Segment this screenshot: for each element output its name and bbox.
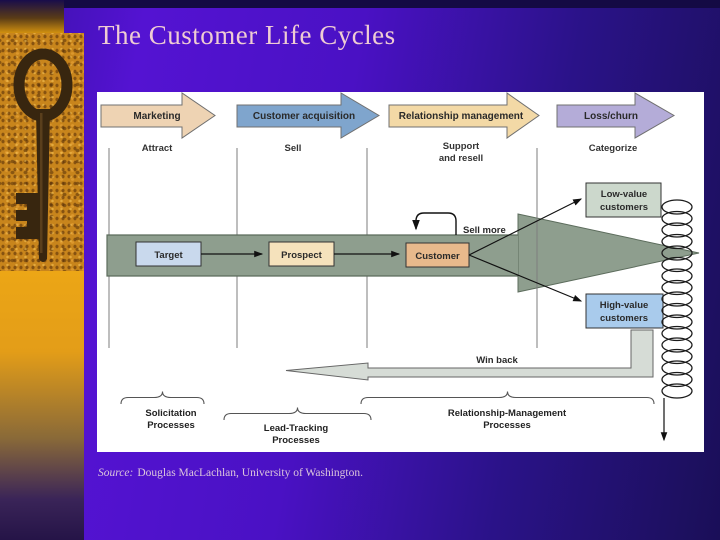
source-note: Source:Douglas MacLachlan, University of… [98,467,363,479]
win-back-label: Win back [476,355,518,366]
process-label-relationship: Relationship-Management [448,408,567,419]
phase-label-support-2: and resell [439,153,483,164]
sidebar-top-gradient [0,0,64,33]
low-value-label: Low-value [601,189,647,200]
target-label: Target [154,250,183,261]
process-label-solicitation-2: Processes [147,420,195,431]
phase-label-categorize: Categorize [589,143,638,154]
phase-label-sell: Sell [285,143,302,154]
sell-more-label: Sell more [463,225,506,236]
stage-arrow-relationship-management [388,92,540,139]
diagram-panel: Marketing Customer acquisition Relations… [97,92,704,452]
customer-to-high-value-arrow [468,254,583,302]
stage-label-customer-acquisition: Customer acquisition [253,111,355,122]
slide-title: The Customer Life Cycles [98,20,396,50]
customer-box [405,242,470,268]
process-label-relationship-2: Processes [483,420,531,431]
coil-spring [661,199,693,399]
key-icon [13,48,73,262]
prospect-box [268,241,335,267]
stage-arrow-customer-acquisition [236,92,380,139]
source-text: Douglas MacLachlan, University of Washin… [137,467,363,479]
stage-arrow-marketing [100,92,216,139]
slide-top-border [0,0,720,8]
process-label-lead-tracking-2: Processes [272,435,320,446]
stage-arrow-loss-churn [556,92,676,139]
low-value-customers-box [585,182,662,218]
stage-label-relationship-management: Relationship management [399,111,524,122]
win-back-arrow [285,329,654,381]
phase-label-support: Support [443,141,480,152]
high-value-label-2: customers [600,313,648,324]
low-value-label-2: customers [600,202,648,213]
brace-lead-tracking [223,407,372,421]
sidebar-bottom-gradient [0,271,84,540]
brace-solicitation [120,391,205,405]
target-box [135,241,202,267]
stage-label-marketing: Marketing [133,111,180,122]
source-label: Source: [98,467,134,479]
sidebar [0,0,84,540]
key-photo [0,33,84,271]
customer-to-low-value-arrow [468,198,583,256]
high-value-customers-box [585,293,664,329]
prospect-label: Prospect [281,250,322,261]
process-label-lead-tracking: Lead-Tracking [264,423,329,434]
phase-label-attract: Attract [142,143,173,154]
stage-label-loss-churn: Loss/churn [584,111,638,122]
high-value-label: High-value [600,300,649,311]
process-label-solicitation: Solicitation [145,408,196,419]
customer-label: Customer [415,251,460,262]
brace-relationship-management [360,391,655,405]
sell-more-loop-arrow [412,212,457,235]
